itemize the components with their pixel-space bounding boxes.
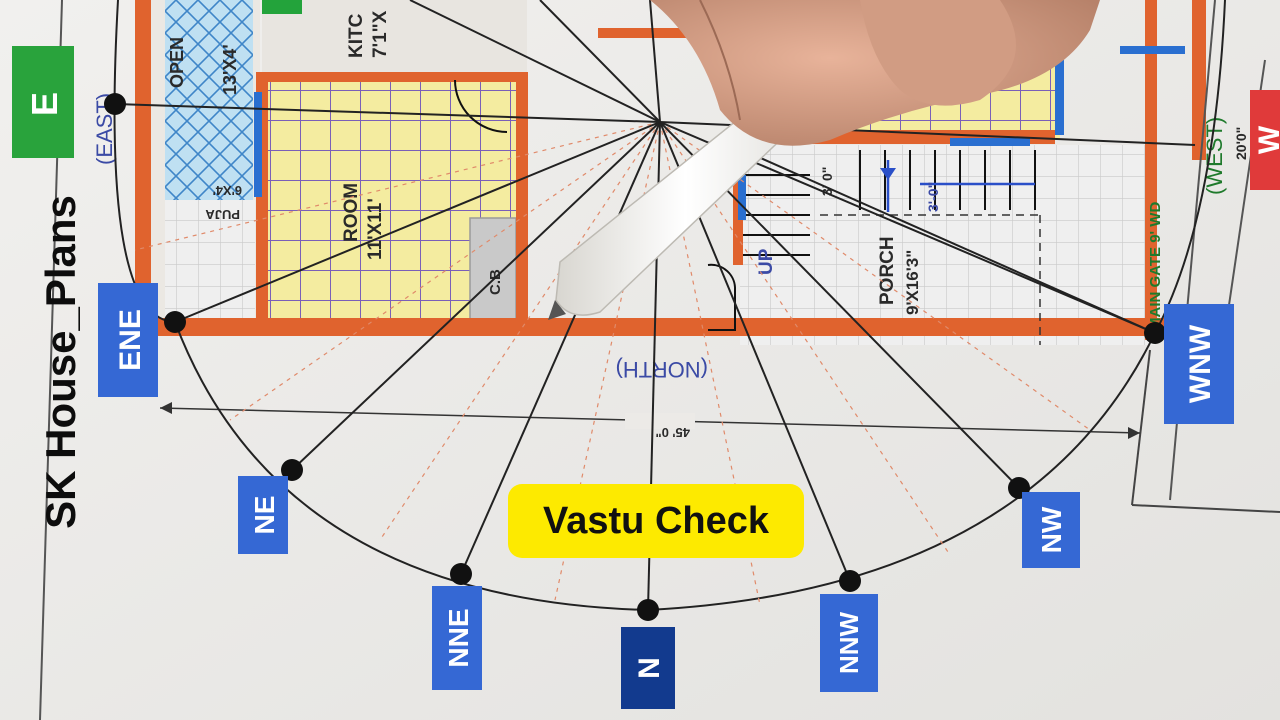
hand-with-pen	[548, 0, 1100, 320]
floor-plan	[39, 0, 1280, 720]
west-label: (WEST)	[1202, 117, 1227, 195]
badge-e: E	[12, 46, 74, 158]
open-area	[165, 0, 253, 200]
cupboard	[469, 217, 517, 324]
puja-room	[165, 200, 255, 318]
svg-text:W: W	[1253, 125, 1280, 154]
badge-ene: ENE	[98, 283, 158, 397]
up-label: UP	[756, 248, 777, 275]
badge-nw: NW	[1022, 492, 1080, 568]
badge-nne: NNE	[432, 586, 482, 690]
open-label: OPEN	[167, 37, 187, 88]
svg-text:ENE: ENE	[114, 309, 147, 371]
room-label: ROOM	[341, 183, 362, 242]
kitchen-label: KITC	[346, 13, 367, 58]
svg-text:NNE: NNE	[443, 608, 474, 667]
room-size: 11'X11'	[365, 198, 386, 260]
svg-text:N: N	[633, 657, 666, 679]
svg-text:NNW: NNW	[834, 611, 864, 674]
open-size: 13'X4'	[220, 44, 240, 95]
cb-label: C.B	[487, 269, 504, 295]
vastu-check-title: Vastu Check	[508, 484, 804, 558]
north-label: (NORTH)	[616, 357, 708, 382]
badge-ne: NE	[238, 476, 288, 554]
svg-text:NE: NE	[249, 496, 280, 535]
dot-wnw	[1144, 322, 1166, 344]
width-dim-label: 45' 0"	[655, 425, 690, 440]
compass-dots	[104, 93, 1166, 621]
svg-text:NW: NW	[1036, 506, 1067, 553]
kitchen-size: 7'1"X	[370, 10, 391, 58]
puja-label: PUJA	[205, 207, 240, 222]
dot-nnw	[839, 570, 861, 592]
stair-dim-2: 3'-0"	[925, 182, 941, 212]
dot-nne	[450, 563, 472, 585]
badge-n: N	[621, 627, 675, 709]
badge-w: W	[1250, 90, 1280, 190]
dot-ne	[281, 459, 303, 481]
main-gate-label: MAIN GATE 9' WD	[1147, 202, 1164, 330]
badge-wnw: WNW	[1164, 304, 1234, 424]
puja-size: 6'X4'	[213, 183, 242, 198]
channel-name-text: SK House_Plans	[37, 195, 84, 529]
direction-badges: E ENE NE NNE N NNW NW WNW	[12, 46, 1280, 709]
porch-size: 9'X16'3"	[903, 250, 922, 315]
porch-label: PORCH	[877, 236, 898, 305]
dot-e	[104, 93, 126, 115]
dot-ene	[164, 311, 186, 333]
plan-labels: OPEN 13'X4' 6'X4' PUJA KITC 7'1"X ROOM 1…	[92, 10, 1249, 382]
badge-nnw: NNW	[820, 594, 878, 692]
side-dim: 20'0"	[1233, 127, 1249, 160]
width-dimension: 45' 0"	[159, 402, 1141, 440]
svg-text:WNW: WNW	[1184, 324, 1217, 403]
dot-n	[637, 599, 659, 621]
svg-text:E: E	[24, 92, 65, 116]
